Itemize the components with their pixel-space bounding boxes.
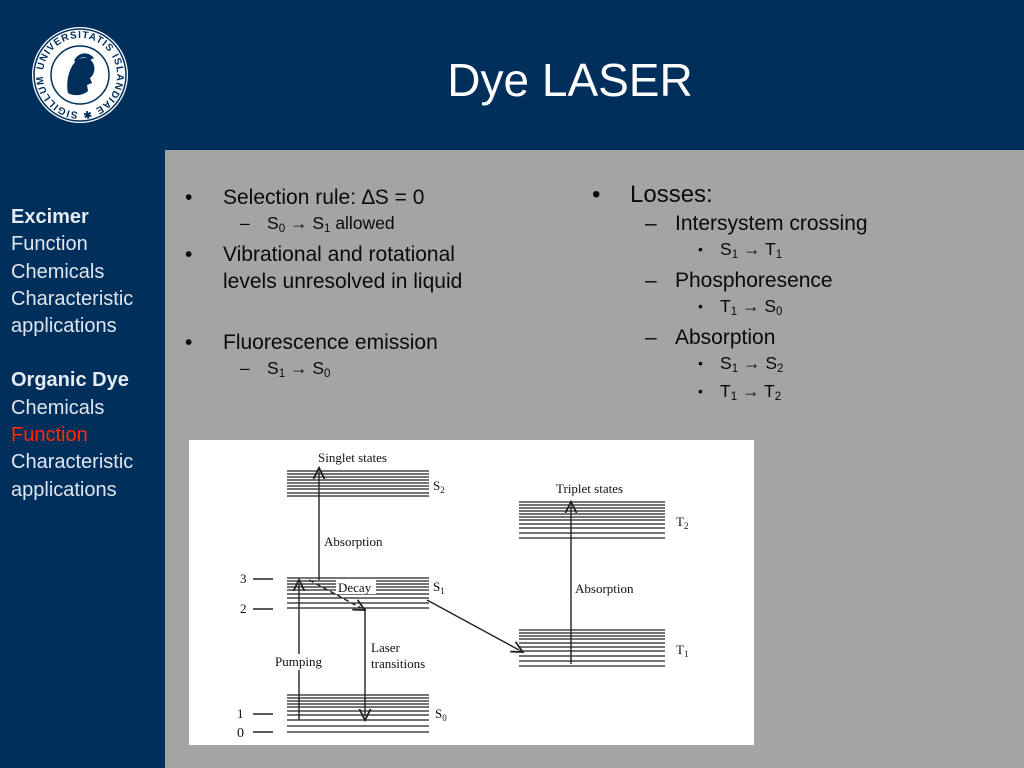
level-2-label: 2 — [240, 601, 247, 616]
absorption-label-right: Absorption — [575, 581, 634, 596]
level-0-label: 0 — [237, 726, 244, 741]
label-backgrounds — [273, 534, 647, 672]
jablonski-diagram-svg: Singlet states Triplet states Absorption… — [237, 450, 688, 741]
bullet-fluorescence: • Fluorescence emission — [185, 331, 438, 354]
bullet-vibrational: • Vibrational and rotational levels unre… — [185, 243, 463, 293]
bullet-dot-icon: • — [698, 241, 703, 257]
sidebar-item-excimer-applications[interactable]: applications — [11, 315, 117, 338]
transition-arrows — [299, 472, 571, 720]
sub-item-phosphoresence: – Phosphoresence — [645, 269, 833, 292]
bullet-dot-icon: • — [185, 186, 193, 209]
singlet-states-label: Singlet states — [318, 450, 387, 465]
sidebar-section-excimer[interactable]: Excimer — [11, 206, 89, 228]
bullet-dot-icon: • — [592, 181, 601, 208]
sidebar-nav: Excimer Function Chemicals Characteristi… — [11, 204, 161, 504]
decay-arrow — [308, 579, 361, 608]
university-seal-logo: UNIVERSITATIS ISLANDIAE ✱ SIGILLUM — [32, 27, 128, 123]
bullet-dot-icon: • — [185, 331, 193, 354]
slide-title: Dye LASER — [447, 54, 693, 106]
bullet-dot-icon: • — [698, 383, 703, 399]
sidebar-item-dye-function[interactable]: Function — [11, 424, 88, 447]
t1-level-band — [519, 629, 665, 667]
sub-sub-t1-s0: • T1 → S0 — [698, 296, 783, 318]
s2-level-band — [287, 470, 429, 497]
s0-state-label: S0 — [435, 706, 447, 723]
t2-level-band — [519, 501, 665, 539]
bullet-losses: • Losses: — [592, 181, 713, 208]
laser-label-line2: transitions — [371, 656, 425, 671]
goddess-head-icon — [67, 53, 95, 96]
s0-level-band — [287, 694, 429, 733]
right-bullet-list: • Losses: – Intersystem crossing • S1 → … — [592, 180, 1012, 403]
sub-sub-s1-t1: • S1 → T1 — [698, 239, 783, 261]
sidebar-item-excimer-characteristic[interactable]: Characteristic — [11, 287, 134, 310]
sidebar-item-excimer-function[interactable]: Function — [11, 233, 88, 256]
sub-bullet-s0-s1: – S0 → S1 allowed — [240, 213, 395, 235]
sidebar-item-dye-applications[interactable]: applications — [11, 478, 117, 501]
level-tick-marks — [253, 578, 273, 733]
decay-label: Decay — [338, 580, 372, 595]
left-bullet-list: • Selection rule: ∆S = 0 – S0 → S1 allow… — [185, 184, 555, 380]
t2-state-label: T2 — [676, 514, 688, 531]
absorption-label-left: Absorption — [324, 534, 383, 549]
energy-level-diagram: Singlet states Triplet states Absorption… — [189, 440, 754, 745]
level-3-label: 3 — [240, 571, 247, 586]
sidebar-section-organic-dye[interactable]: Organic Dye — [11, 369, 129, 392]
dash-marker-icon: – — [240, 358, 250, 378]
sub-bullet-s1-s0: – S1 → S0 — [240, 358, 331, 380]
sidebar-item-dye-characteristic[interactable]: Characteristic — [11, 451, 134, 474]
dash-marker-icon: – — [240, 213, 250, 233]
intersystem-crossing-arrow — [426, 599, 519, 650]
sub-item-absorption: – Absorption — [645, 326, 776, 349]
pumping-label: Pumping — [275, 654, 322, 669]
t1-state-label: T1 — [676, 642, 688, 659]
sub-sub-t1-t2: • T1 → T2 — [698, 381, 782, 403]
s1-state-label: S1 — [433, 579, 445, 596]
bullet-dot-icon: • — [698, 355, 703, 371]
s2-state-label: S2 — [433, 478, 445, 495]
bullet-selection-rule: • Selection rule: ∆S = 0 — [185, 186, 425, 209]
bullet-dot-icon: • — [185, 243, 193, 266]
level-1-label: 1 — [237, 706, 244, 721]
dash-marker-icon: – — [645, 269, 657, 292]
sidebar-item-excimer-chemicals[interactable]: Chemicals — [11, 260, 105, 283]
sidebar-item-dye-chemicals[interactable]: Chemicals — [11, 396, 105, 419]
dash-marker-icon: – — [645, 212, 657, 235]
sub-sub-s1-s2: • S1 → S2 — [698, 353, 784, 375]
bullet-dot-icon: • — [698, 298, 703, 314]
dash-marker-icon: – — [645, 326, 657, 349]
triplet-states-label: Triplet states — [556, 481, 623, 496]
laser-label-line1: Laser — [371, 640, 401, 655]
sub-item-intersystem: – Intersystem crossing — [645, 212, 868, 235]
